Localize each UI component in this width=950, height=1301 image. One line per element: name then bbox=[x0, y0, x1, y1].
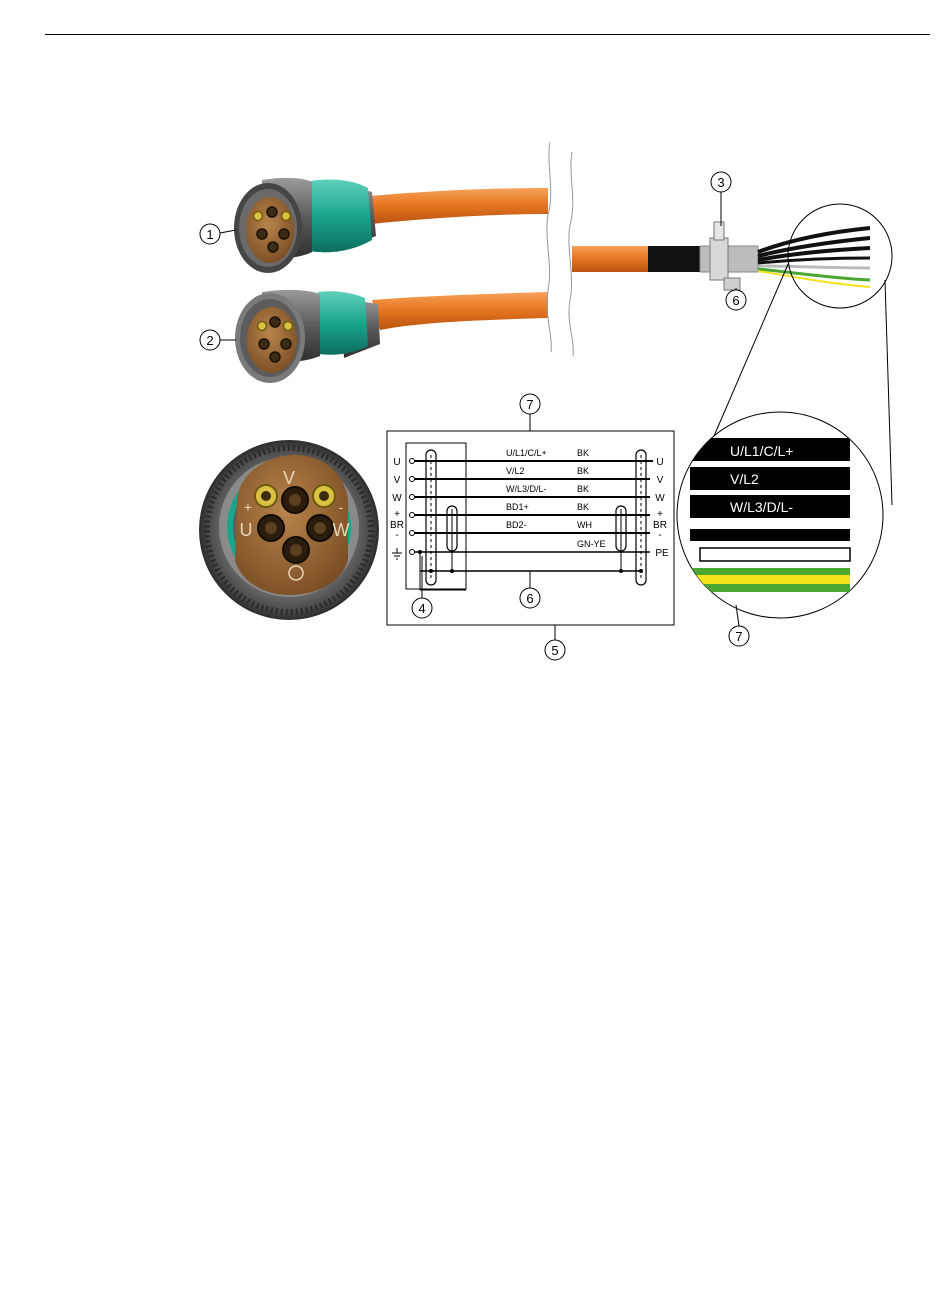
callout-1-label: 1 bbox=[206, 227, 213, 242]
pin-letter-minus: - bbox=[339, 499, 344, 515]
pin-letter-u: U bbox=[240, 520, 253, 540]
callout-7-detail-label: 7 bbox=[735, 629, 742, 644]
conductor-label-0: U/L1/C/L+ bbox=[506, 448, 547, 458]
connector-2-cable bbox=[372, 292, 548, 330]
connector-front-view: V U W + - bbox=[199, 440, 379, 620]
cable-break-line-left bbox=[547, 142, 551, 352]
callout-5: 5 bbox=[545, 640, 565, 660]
connector-2 bbox=[235, 290, 380, 383]
connector-1-cable bbox=[370, 188, 548, 224]
callout-4: 4 bbox=[412, 598, 432, 618]
callout-7-schematic-label: 7 bbox=[526, 397, 533, 412]
callout-3-label: 3 bbox=[717, 175, 724, 190]
conductor-label-2: W/L3/D/L- bbox=[506, 484, 547, 494]
color-code-1: BK bbox=[577, 466, 589, 476]
pin-letter-v: V bbox=[283, 468, 295, 488]
color-code-5: GN-YE bbox=[577, 539, 606, 549]
conductor-detail: U/L1/C/L+ V/L2 W/L3/D/L- bbox=[677, 412, 883, 618]
callout-6-label: 6 bbox=[732, 293, 739, 308]
cable-end-assembly bbox=[572, 222, 870, 290]
callout-4-label: 4 bbox=[418, 601, 425, 616]
callout-5-label: 5 bbox=[551, 643, 558, 658]
detail-label-2: W/L3/D/L- bbox=[730, 499, 793, 515]
color-code-4: WH bbox=[577, 520, 592, 530]
callout-6-top: 6 bbox=[726, 290, 746, 310]
right-terminal-pe: PE bbox=[655, 548, 669, 559]
color-code-3: BK bbox=[577, 502, 589, 512]
detail-label-1: V/L2 bbox=[730, 471, 759, 487]
pin-letter-plus: + bbox=[244, 499, 252, 515]
conductor-label-4: BD2- bbox=[506, 520, 527, 530]
magnifier-tangent-right bbox=[885, 280, 892, 505]
callout-2-label: 2 bbox=[206, 333, 213, 348]
callout-2: 2 bbox=[200, 330, 220, 350]
left-terminal-v: V bbox=[394, 475, 401, 486]
callout-1: 1 bbox=[200, 224, 220, 244]
left-terminal-w: W bbox=[392, 493, 402, 504]
callout-6-schematic-label: 6 bbox=[526, 591, 533, 606]
color-code-0: BK bbox=[577, 448, 589, 458]
left-terminal-minus: - bbox=[395, 530, 398, 541]
right-terminal-minus: - bbox=[658, 530, 661, 541]
callout-6-schematic: 6 bbox=[520, 588, 540, 608]
right-terminal-plus: + bbox=[657, 509, 663, 520]
pin-letter-w: W bbox=[333, 520, 350, 540]
callout-7-schematic: 7 bbox=[520, 394, 540, 414]
detail-label-0: U/L1/C/L+ bbox=[730, 443, 793, 459]
right-terminal-u: U bbox=[656, 457, 663, 468]
conductor-label-3: BD1+ bbox=[506, 502, 529, 512]
right-terminal-v: V bbox=[657, 475, 664, 486]
left-terminal-plus: + bbox=[394, 509, 400, 520]
conductor-label-1: V/L2 bbox=[506, 466, 525, 476]
right-terminal-w: W bbox=[655, 493, 665, 504]
callout-7-detail: 7 bbox=[729, 626, 749, 646]
connector-1 bbox=[234, 178, 376, 273]
color-code-2: BK bbox=[577, 484, 589, 494]
left-terminal-u: U bbox=[393, 457, 400, 468]
callout-3: 3 bbox=[711, 172, 731, 192]
magnifier-small-circle bbox=[788, 204, 892, 308]
